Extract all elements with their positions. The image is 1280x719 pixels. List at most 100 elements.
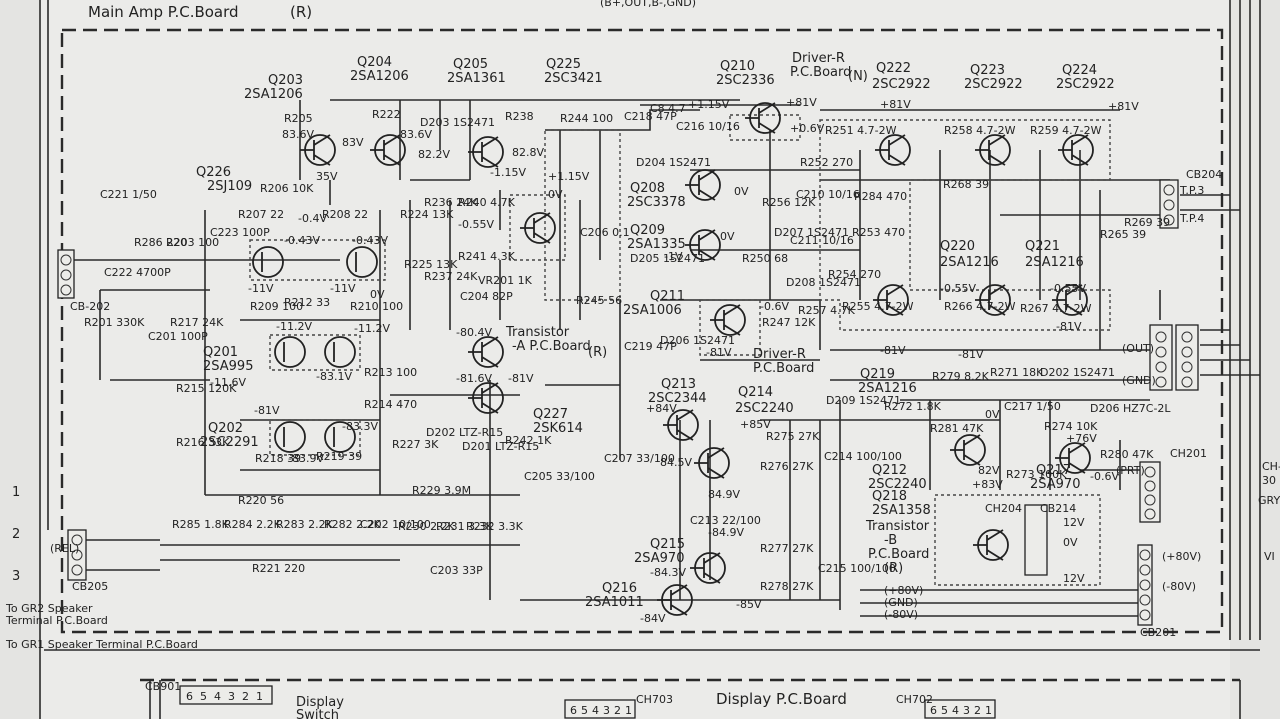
component-label: C202 10/100 xyxy=(360,518,431,531)
connector-label: (PRT) xyxy=(1116,464,1145,477)
display-switch-label2: Switch xyxy=(296,708,339,719)
voltage-label: 0V xyxy=(985,408,1000,421)
voltage-label: -11.6V xyxy=(210,376,246,389)
voltage-label: 83V xyxy=(342,136,364,149)
voltage-label: -81V xyxy=(958,348,984,361)
component-label: R236 24K xyxy=(424,196,478,209)
component-label: R221 220 xyxy=(252,562,305,575)
voltage-label: 83.6V xyxy=(400,128,432,141)
q222-ref: Q222 xyxy=(876,61,911,76)
connector-label: CH201 xyxy=(1170,447,1207,460)
transistor-q211 xyxy=(710,304,746,336)
component-label: R276 27K xyxy=(760,460,814,473)
sub-board-outlines xyxy=(249,114,1111,586)
voltage-label: +81V xyxy=(1108,100,1139,113)
q216-type: 2SA1011 xyxy=(585,595,644,610)
voltage-label: -0.55V xyxy=(458,218,494,231)
voltage-label: -81V xyxy=(254,404,280,417)
component-label: R213 100 xyxy=(364,366,417,379)
driver-top-label2: P.C.Board xyxy=(790,65,851,80)
component-label: R277 27K xyxy=(760,542,814,555)
margin-number: 2 xyxy=(12,527,20,542)
transistor-b-label: Transistor xyxy=(865,519,930,534)
margin-right-ch2: 30 xyxy=(1262,474,1276,487)
transistor-q205 xyxy=(468,136,504,168)
voltage-label: -84V xyxy=(640,612,666,625)
connector-labels: CB204 T.P.3 T.P.4 CB-202 CH201 CB201 CH2… xyxy=(50,168,1222,706)
connector-label: T.P.3 xyxy=(1179,184,1204,197)
component-label: C201 100P xyxy=(148,330,208,343)
transistor-q221b xyxy=(1052,284,1088,316)
component-label: C211 10/16 xyxy=(790,234,854,247)
component-label: R229 3.9M xyxy=(412,484,471,497)
display-connectors xyxy=(149,680,1241,719)
voltage-label: -0.55V xyxy=(1050,282,1086,295)
q201-ref: Q201 xyxy=(203,345,238,360)
note-gr2-terminal: Terminal P.C.Board xyxy=(5,614,108,627)
component-label: R214 470 xyxy=(364,398,417,411)
component-labels: R205 R222 R238 R244 100 C218 47P D203 1S… xyxy=(84,102,1171,593)
connector-label: T.P.4 xyxy=(1179,212,1204,225)
component-label: R273 100K xyxy=(1006,468,1067,481)
component-label: R247 12K xyxy=(762,316,816,329)
margin-number: 1 xyxy=(12,485,20,500)
voltage-label: 0V xyxy=(734,185,749,198)
component-label: R253 470 xyxy=(852,226,905,239)
q224-ref: Q224 xyxy=(1062,63,1097,78)
sub-board-labels: Driver-R P.C.Board (N) Transistor -A P.C… xyxy=(505,51,930,576)
margin-right-ch: CH- xyxy=(1262,460,1280,473)
connector-label: (-80V) xyxy=(1162,580,1196,593)
voltage-label: 0V xyxy=(548,188,563,201)
q212-ref: Q212 xyxy=(872,463,907,478)
component-label: R245 56 xyxy=(576,294,622,307)
component-label: R207 22 xyxy=(238,208,284,221)
connector-cb202 xyxy=(57,249,75,299)
q221-ref: Q221 xyxy=(1025,239,1060,254)
q210-type: 2SC2336 xyxy=(716,73,775,88)
connector-label: CB214 xyxy=(1040,502,1076,515)
connector-out xyxy=(1149,324,1199,391)
q218-ref: Q218 xyxy=(872,489,907,504)
voltage-label: -0.4V xyxy=(298,212,327,225)
voltage-label: -1V xyxy=(664,250,683,263)
connector-cb201 xyxy=(1137,544,1153,626)
transistor-q214 xyxy=(694,447,730,479)
component-label: R280 47K xyxy=(1100,448,1154,461)
voltage-label: 0V xyxy=(370,288,385,301)
ch702-pin-numbers: 654321 xyxy=(930,704,996,717)
component-label: C222 4700P xyxy=(104,266,171,279)
q214-ref: Q214 xyxy=(738,385,773,400)
voltage-label: +83V xyxy=(972,478,1003,491)
component-label: R201 330K xyxy=(84,316,145,329)
voltage-label: -85V xyxy=(736,598,762,611)
driver-mid-label: Driver-R xyxy=(753,347,806,362)
connector-label: CB205 xyxy=(72,580,108,593)
component-label: R208 22 xyxy=(322,208,368,221)
transistor-q204 xyxy=(370,134,406,166)
connector-cb205 xyxy=(67,529,87,581)
voltage-label: -81V xyxy=(880,344,906,357)
transistor-q213 xyxy=(663,409,699,441)
component-label: C206 0.1 xyxy=(580,226,630,239)
q203-ref: Q203 xyxy=(268,73,303,88)
component-label: D206 HZ7C-2L xyxy=(1090,402,1171,415)
component-label: C213 22/100 xyxy=(690,514,761,527)
component-label: R216 33K xyxy=(176,436,230,449)
voltage-label: +1.15V xyxy=(688,98,730,111)
voltage-label: 12V xyxy=(1063,516,1085,529)
voltage-label: -0.6V xyxy=(1090,470,1119,483)
voltage-label: +85V xyxy=(740,418,771,431)
transistor-labels: Q203 2SA1206 Q204 2SA1206 Q205 2SA1361 Q… xyxy=(196,55,1115,610)
margin-number: 3 xyxy=(12,569,20,584)
transistor-q218 xyxy=(973,529,1009,561)
voltage-label: 12V xyxy=(1063,572,1085,585)
ch703-pin-numbers: 654321 xyxy=(570,704,636,717)
component-label: C219 47P xyxy=(624,340,677,353)
component-label: R217 24K xyxy=(170,316,224,329)
component-label: R250 68 xyxy=(742,252,788,265)
transistor-q206 xyxy=(468,336,504,368)
component-label: C8 4.7 xyxy=(650,102,686,115)
q226-type: 2SJ109 xyxy=(207,179,252,194)
component-label: R255 4.7-2W xyxy=(842,300,914,313)
